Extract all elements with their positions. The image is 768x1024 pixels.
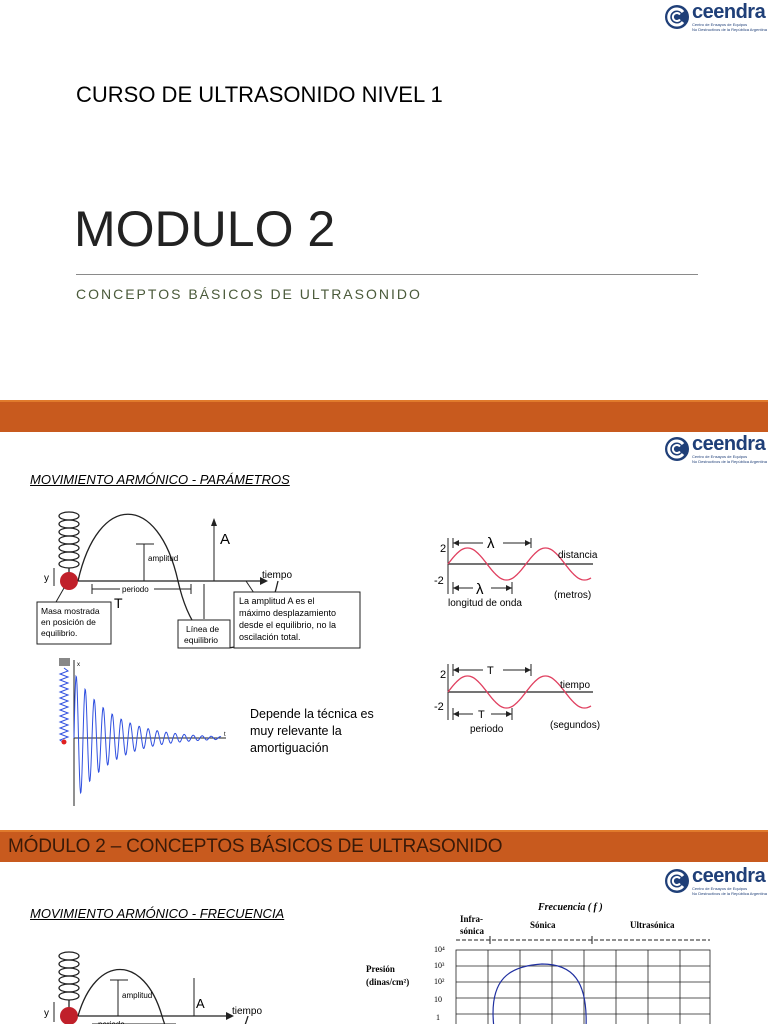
svg-text:-2: -2 bbox=[434, 575, 444, 587]
svg-text:amplitud: amplitud bbox=[122, 991, 152, 1000]
svg-text:(metros): (metros) bbox=[554, 590, 591, 601]
svg-text:periodo: periodo bbox=[98, 1020, 125, 1024]
title-slide: ceendra Centro de Ensayos de Equipos No … bbox=[0, 0, 768, 400]
amplitude-label: amplitud bbox=[148, 554, 178, 563]
spring-sine-diagram: y tiempo amplitud A periodo T Masa mostr… bbox=[36, 511, 361, 649]
svg-text:distancia: distancia bbox=[558, 550, 598, 561]
wave-time-diagram: 2 -2 T T tiempo periodo (segundos) bbox=[434, 664, 600, 735]
svg-text:longitud de onda: longitud de onda bbox=[448, 598, 522, 609]
svg-text:tiempo: tiempo bbox=[560, 680, 590, 691]
course-title: CURSO DE ULTRASONIDO NIVEL 1 bbox=[76, 82, 443, 107]
equilibrium-box-text: Línea de equilibrio bbox=[184, 624, 221, 645]
svg-text:Sónica: Sónica bbox=[530, 920, 556, 930]
svg-text:2: 2 bbox=[440, 543, 446, 555]
T-top: T bbox=[487, 665, 494, 677]
wave-time-curve bbox=[447, 675, 592, 709]
damping-note: Depende la técnica es muy relevante la a… bbox=[250, 707, 374, 755]
ceendra-logo: ceendra Centro de Ensayos de Equipos No … bbox=[664, 866, 767, 896]
ceendra-logo: ceendra Centro de Ensayos de Equipos No … bbox=[664, 434, 767, 464]
mass-box-text: Masa mostrada en posición de equilibrio. bbox=[41, 606, 102, 638]
svg-text:10: 10 bbox=[434, 995, 442, 1004]
mass-ball-icon bbox=[60, 572, 78, 590]
T-bottom: T bbox=[478, 709, 485, 721]
svg-text:x: x bbox=[77, 662, 80, 668]
spring-icon bbox=[58, 511, 80, 574]
chart-grid bbox=[455, 949, 711, 1024]
section-heading: MOVIMIENTO ARMÓNICO - PARÁMETROS bbox=[30, 472, 290, 487]
svg-text:(dinas/cm²): (dinas/cm²) bbox=[366, 977, 409, 987]
svg-text:2: 2 bbox=[440, 669, 446, 681]
svg-text:Infra-: Infra- bbox=[460, 914, 483, 924]
amplitude-box-text: La amplitud A es el máximo desplazamient… bbox=[239, 596, 339, 642]
spring-icon bbox=[58, 951, 80, 1008]
svg-text:tiempo: tiempo bbox=[232, 1006, 262, 1017]
svg-text:-2: -2 bbox=[434, 701, 444, 713]
ceendra-logo-icon bbox=[665, 5, 689, 29]
ceendra-logo-icon bbox=[665, 437, 689, 461]
T-label: T bbox=[114, 595, 123, 611]
module-title-band: MÓDULO 2 – CONCEPTOS BÁSICOS DE ULTRASON… bbox=[0, 830, 768, 862]
harmonic-frequency-slide: ceendra Centro de Ensayos de Equipos No … bbox=[0, 862, 768, 1024]
chart-title: Frecuencia ( f ) bbox=[537, 902, 603, 913]
svg-text:sónica: sónica bbox=[460, 926, 485, 936]
frequency-pressure-chart: Frecuencia ( f ) Infra- sónica Sónica Ul… bbox=[366, 902, 711, 1024]
wave-distance-curve bbox=[447, 547, 592, 581]
ceendra-logo-icon bbox=[665, 869, 689, 893]
spring-sine-diagram-partial: y tiempo amplitud A periodo bbox=[44, 951, 262, 1024]
section-heading: MOVIMIENTO ARMÓNICO - FRECUENCIA bbox=[30, 906, 285, 921]
slide-separator-band bbox=[0, 400, 768, 432]
ceendra-logo: ceendra Centro de Ensayos de Equipos No … bbox=[664, 2, 767, 32]
svg-text:Presión: Presión bbox=[366, 964, 395, 974]
wave-distance-diagram: 2 -2 λ λ distancia longitud de onda (met… bbox=[434, 535, 598, 609]
svg-text:t: t bbox=[224, 732, 226, 738]
A-label: A bbox=[220, 531, 230, 548]
lambda-top: λ bbox=[487, 535, 495, 552]
svg-text:1: 1 bbox=[436, 1013, 440, 1022]
svg-text:10⁴: 10⁴ bbox=[434, 945, 445, 954]
module-subtitle: CONCEPTOS BÁSICOS DE ULTRASONIDO bbox=[76, 286, 422, 302]
svg-text:periodo: periodo bbox=[470, 724, 504, 735]
band-title: MÓDULO 2 – CONCEPTOS BÁSICOS DE ULTRASON… bbox=[8, 836, 503, 857]
harmonic-parameters-slide: ceendra Centro de Ensayos de Equipos No … bbox=[0, 432, 768, 830]
svg-text:10²: 10² bbox=[434, 977, 445, 986]
damped-curve bbox=[73, 674, 222, 795]
audibility-curve bbox=[492, 963, 587, 1024]
period-label: periodo bbox=[122, 585, 149, 594]
damped-spring-icon bbox=[58, 667, 70, 744]
title-divider bbox=[76, 274, 698, 275]
svg-text:Ultrasónica: Ultrasónica bbox=[630, 920, 675, 930]
svg-text:(segundos): (segundos) bbox=[550, 720, 600, 731]
module-title: MODULO 2 bbox=[74, 201, 336, 257]
time-label: tiempo bbox=[262, 570, 292, 581]
svg-text:10³: 10³ bbox=[434, 961, 445, 970]
lambda-bottom: λ bbox=[476, 581, 484, 598]
y-label: y bbox=[44, 573, 49, 584]
damped-oscillation-diagram: x t bbox=[58, 658, 226, 806]
svg-text:A: A bbox=[196, 996, 205, 1011]
svg-text:y: y bbox=[44, 1008, 49, 1019]
